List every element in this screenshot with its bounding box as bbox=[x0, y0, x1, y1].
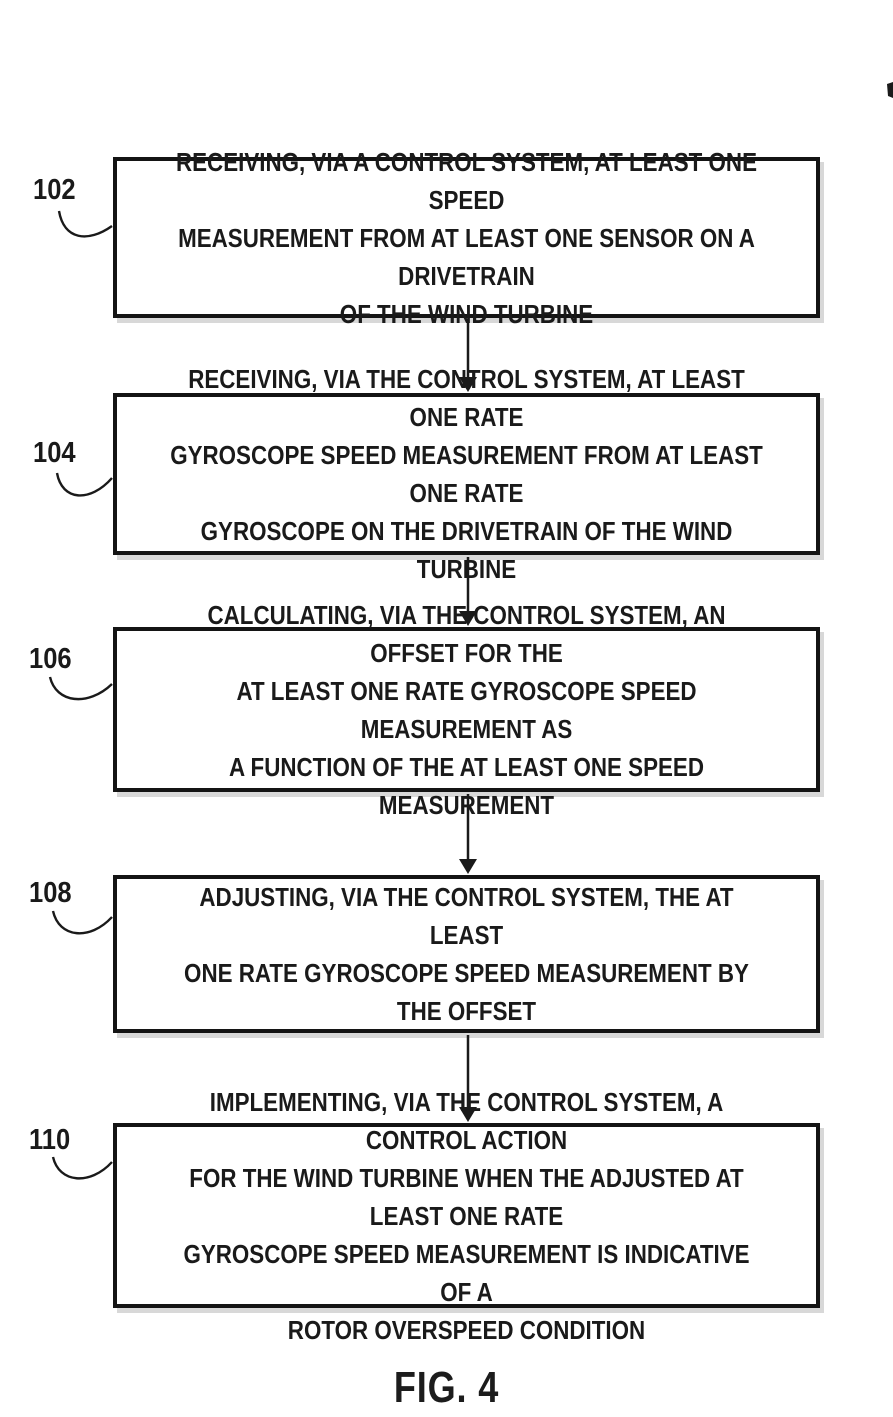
step-text: ADJUSTING, VIA THE CONTROL SYSTEM, THE A… bbox=[184, 882, 749, 1026]
ref-leader-108 bbox=[51, 910, 113, 935]
ref-leader-102 bbox=[57, 210, 113, 238]
step-text: CALCULATING, VIA THE CONTROL SYSTEM, AN … bbox=[207, 599, 726, 820]
step-ref-label: 104 bbox=[33, 437, 76, 469]
step-text: IMPLEMENTING, VIA THE CONTROL SYSTEM, A … bbox=[183, 1086, 750, 1345]
flowchart-step-box: RECEIVING, VIA THE CONTROL SYSTEM, AT LE… bbox=[113, 364, 820, 584]
step-ref-label: 102 bbox=[33, 174, 76, 206]
step-ref-label: 106 bbox=[29, 643, 72, 675]
ref-leader-110 bbox=[51, 1156, 113, 1180]
step-text: RECEIVING, VIA THE CONTROL SYSTEM, AT LE… bbox=[170, 364, 763, 584]
ref-leader-104 bbox=[55, 472, 113, 497]
ref-leader-106 bbox=[48, 676, 113, 701]
step-ref-label: 108 bbox=[29, 877, 72, 909]
step-ref-label: 110 bbox=[29, 1124, 71, 1156]
flowchart-step-box: CALCULATING, VIA THE CONTROL SYSTEM, AN … bbox=[113, 600, 820, 820]
scan-artifact bbox=[887, 82, 893, 98]
flowchart-step-box: IMPLEMENTING, VIA THE CONTROL SYSTEM, A … bbox=[113, 1087, 820, 1345]
figure-caption: FIG. 4 bbox=[393, 1363, 500, 1412]
flowchart-step-box: RECEIVING, VIA A CONTROL SYSTEM, AT LEAS… bbox=[113, 147, 820, 329]
flowchart-step-box: ADJUSTING, VIA THE CONTROL SYSTEM, THE A… bbox=[113, 875, 820, 1033]
step-text: RECEIVING, VIA A CONTROL SYSTEM, AT LEAS… bbox=[175, 146, 757, 329]
